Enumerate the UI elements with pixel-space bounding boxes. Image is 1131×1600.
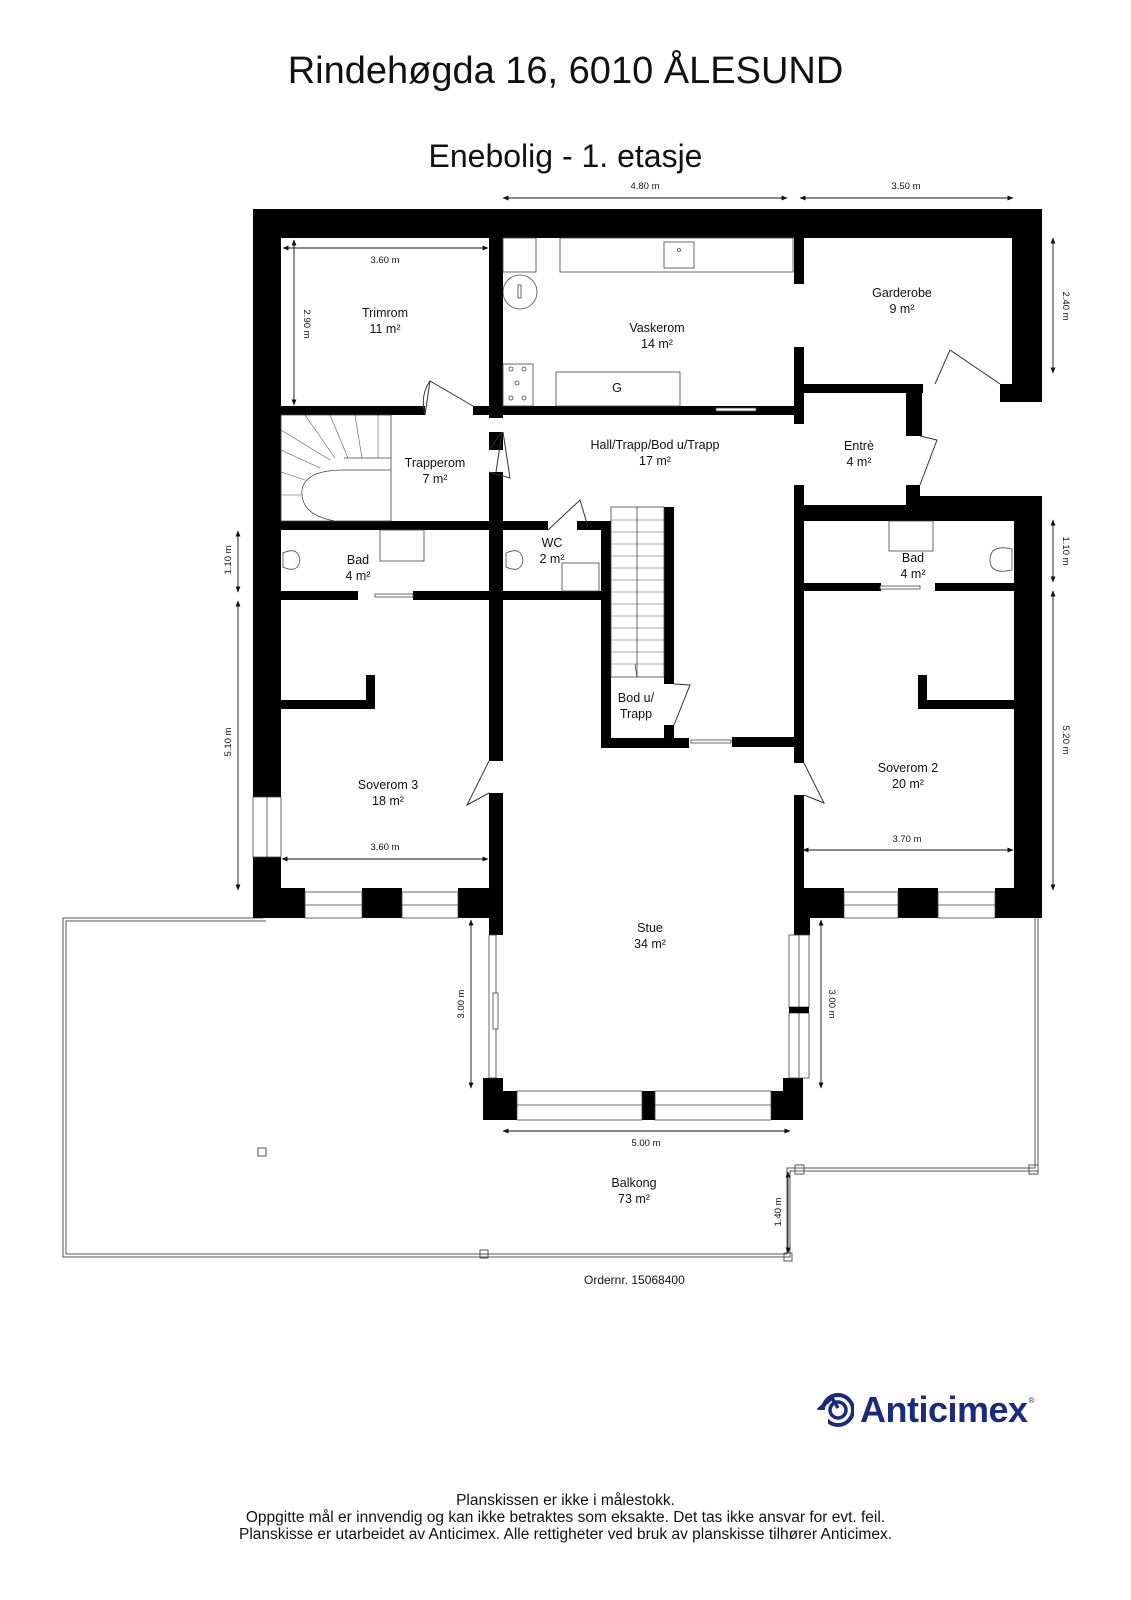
- room-area: 11 m²: [369, 322, 400, 336]
- room-bad-right: Bad 4 m²: [901, 551, 926, 581]
- room-soverom2: Soverom 2 20 m²: [878, 761, 938, 791]
- room-name: Trapperom: [405, 456, 466, 470]
- room-name: Stue: [637, 921, 663, 935]
- walls: [253, 209, 1042, 1120]
- room-name: Vaskerom: [629, 321, 684, 335]
- room-area: 9 m²: [890, 302, 915, 316]
- room-name-line1: Bod u/: [618, 691, 655, 705]
- balcony-outline: [62, 909, 1039, 1262]
- dim-stue-left-height: 3.00 m: [456, 989, 467, 1018]
- dim-garderobe-height: 2.40 m: [1060, 291, 1071, 320]
- room-name: Bad: [902, 551, 924, 565]
- window-mullion: [789, 1007, 809, 1013]
- room-area: 4 m²: [847, 455, 872, 469]
- room-name: WC: [542, 536, 563, 550]
- order-number: Ordernr. 15068400: [584, 1273, 685, 1287]
- logo-text: Anticimex: [860, 1389, 1028, 1430]
- disclaimer-line-1: Planskissen er ikke i målestokk.: [456, 1492, 675, 1509]
- room-area: 18 m²: [372, 794, 404, 808]
- fixtures: [280, 237, 1013, 678]
- dim-soverom3-height: 5.10 m: [223, 727, 234, 756]
- registered-mark: ®: [1028, 1395, 1035, 1405]
- room-trapperom: Trapperom 7 m²: [405, 456, 466, 486]
- room-name: Bad: [347, 553, 369, 567]
- room-name: Trimrom: [362, 306, 408, 320]
- dim-trimrom-height: 2.90 m: [301, 309, 312, 338]
- dim-soverom3-width: 3.60 m: [370, 842, 399, 853]
- room-entre: Entrè 4 m²: [844, 439, 874, 469]
- dim-top-middle: 4.80 m: [630, 181, 659, 192]
- room-name: Entrè: [844, 439, 874, 453]
- room-area: 20 m²: [892, 777, 924, 791]
- dimension-lines: [235, 195, 1056, 1254]
- room-name: Soverom 3: [358, 778, 418, 792]
- dim-soverom2-height: 5.20 m: [1060, 725, 1071, 754]
- anticimex-logo: Anticimex ®: [816, 1389, 1034, 1431]
- dim-soverom2-width: 3.70 m: [892, 834, 921, 845]
- sliding-doors: [374, 407, 921, 744]
- dim-trimrom-width: 3.60 m: [370, 255, 399, 266]
- dim-top-right: 3.50 m: [891, 181, 920, 192]
- room-trimrom: Trimrom 11 m²: [362, 306, 408, 336]
- anticimex-target-icon: [816, 1393, 854, 1428]
- room-name: Soverom 2: [878, 761, 938, 775]
- room-name: Garderobe: [872, 286, 932, 300]
- room-name: Balkong: [611, 1176, 656, 1190]
- stair-treads: [280, 414, 664, 678]
- windows: [252, 796, 996, 1121]
- room-area: 4 m²: [346, 569, 371, 583]
- dim-bad-left-height: 1.10 m: [223, 545, 234, 574]
- dim-stue-width: 5.00 m: [631, 1138, 660, 1149]
- room-area: 7 m²: [423, 472, 448, 486]
- room-area: 73 m²: [618, 1192, 650, 1206]
- room-wc: WC 2 m²: [540, 536, 565, 566]
- room-area: 2 m²: [540, 552, 565, 566]
- room-area: 34 m²: [634, 937, 666, 951]
- room-hall: Hall/Trapp/Bod u/Trapp 17 m²: [591, 438, 720, 468]
- floor-subtitle: Enebolig - 1. etasje: [428, 138, 703, 174]
- dim-balkong-step: 1.40 m: [773, 1197, 784, 1226]
- room-name-line2: Trapp: [620, 707, 652, 721]
- room-balkong: Balkong 73 m²: [611, 1176, 656, 1206]
- room-garderobe: Garderobe 9 m²: [872, 286, 932, 316]
- dim-stue-right-height: 3.00 m: [826, 989, 837, 1018]
- room-bod: Bod u/ Trapp: [618, 691, 655, 721]
- appliance-label: G: [612, 381, 622, 395]
- room-stue: Stue 34 m²: [634, 921, 666, 951]
- disclaimer-line-2: Oppgitte mål er innvendig og kan ikke be…: [245, 1509, 886, 1526]
- room-vaskerom: Vaskerom 14 m² G: [612, 321, 685, 395]
- room-area: 14 m²: [641, 337, 673, 351]
- room-area: 17 m²: [639, 454, 671, 468]
- room-bad-left: Bad 4 m²: [346, 553, 371, 583]
- disclaimer: Planskissen er ikke i målestokk. Oppgitt…: [0, 1492, 1131, 1543]
- disclaimer-line-3: Planskisse er utarbeidet av Anticimex. A…: [238, 1526, 892, 1543]
- doors: [422, 349, 1001, 807]
- room-area: 4 m²: [901, 567, 926, 581]
- room-name: Hall/Trapp/Bod u/Trapp: [591, 438, 720, 452]
- room-soverom3: Soverom 3 18 m²: [358, 778, 418, 808]
- dim-bad-right-height: 1.10 m: [1060, 536, 1071, 565]
- page-title: Rindehøgda 16, 6010 ÅLESUND: [287, 50, 844, 92]
